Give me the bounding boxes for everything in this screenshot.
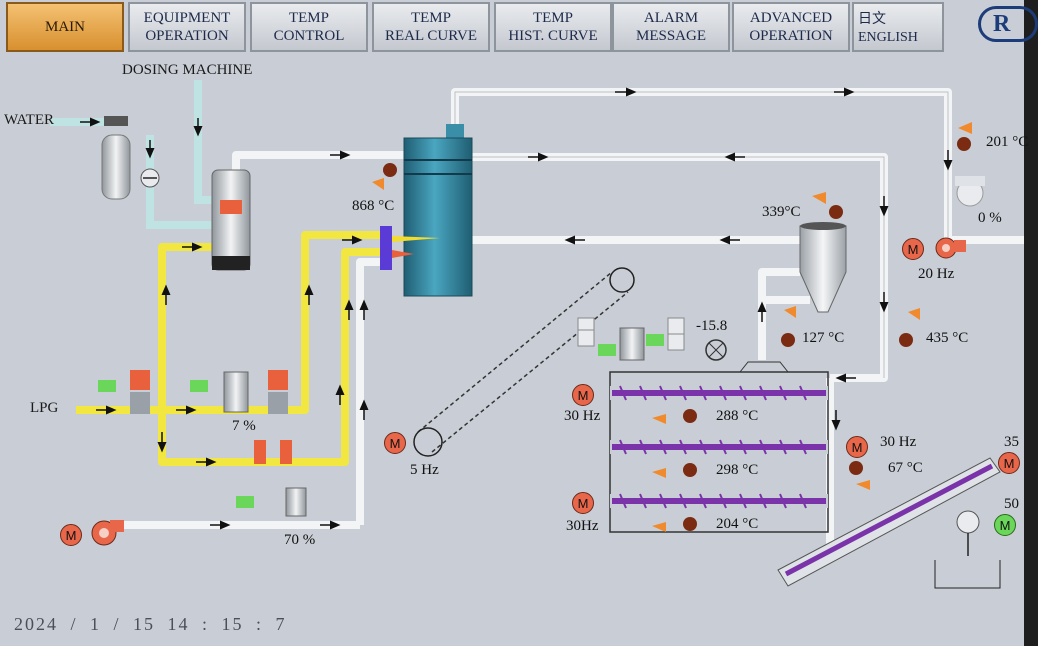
dryer2-temp-reading: 298 °C <box>716 462 759 478</box>
language-english-option[interactable]: ENGLISH <box>858 30 918 45</box>
datetime-display: 2024 / 1 / 15 14 : 15 : 7 <box>14 614 287 634</box>
nav-alarm-message-button[interactable]: ALARM MESSAGE <box>612 2 730 52</box>
nav-advanced-label-1: ADVANCED <box>749 10 833 26</box>
feeder-valve <box>577 317 727 361</box>
water-label: WATER <box>4 112 54 128</box>
water-pipes <box>50 80 218 229</box>
motor-icon-fan[interactable]: M <box>902 238 924 260</box>
pressure-reading: -15.8 <box>696 318 728 334</box>
screw-value-reading: 50 <box>1004 496 1019 512</box>
cyclone-outlet-temp-reading: 127 °C <box>802 330 845 346</box>
cyclone <box>799 222 847 313</box>
inclined-screw-conveyor <box>777 457 1001 587</box>
nav-alarm-label-2: MESSAGE <box>635 28 706 44</box>
temp-sensors <box>652 122 972 532</box>
motor-label: M <box>999 517 1011 533</box>
furnace-temp-reading: 868 °C <box>352 198 395 214</box>
discharge-valve <box>934 510 1001 589</box>
motor-label: M <box>577 387 589 403</box>
motor-icon-dryer-2[interactable]: M <box>846 436 868 458</box>
nav-equipment-label-2: OPERATION <box>145 28 229 44</box>
lpg-valves <box>98 370 307 517</box>
dryer1-hz-reading: 30 Hz <box>564 408 601 424</box>
air-blower <box>91 520 124 546</box>
gas-pipe-borders <box>454 91 949 378</box>
cyclone-temp-reading: 339°C <box>762 204 801 220</box>
air-valve-percent-reading: 70 % <box>284 532 316 548</box>
nav-hist-curve-label-2: HIST. CURVE <box>508 28 598 44</box>
dryer3-temp-reading: 204 °C <box>716 516 759 532</box>
nav-real-curve-label-2: REAL CURVE <box>385 28 477 44</box>
bucket-conveyor <box>417 271 629 453</box>
nav-temp-control-button[interactable]: TEMP CONTROL <box>250 2 368 52</box>
language-japanese-option[interactable]: 日文 <box>858 12 886 27</box>
flow-arrows <box>80 87 953 530</box>
nav-alarm-label-1: ALARM <box>643 10 699 26</box>
outlet-temp-reading: 67 °C <box>888 460 923 476</box>
dryer2-hz-reading: 30 Hz <box>880 434 917 450</box>
nav-equipment-operation-button[interactable]: EQUIPMENT OPERATION <box>128 2 246 52</box>
nav-equipment-label-1: EQUIPMENT <box>143 10 231 26</box>
motor-label: M <box>907 241 919 257</box>
screw-hz-reading: 35 <box>1004 434 1019 450</box>
nav-temp-control-label-1: TEMP <box>288 10 329 26</box>
furnace <box>372 124 473 297</box>
top-right-temp-reading: 201 °C <box>986 134 1029 150</box>
gas-pipes <box>120 88 1024 562</box>
motor-icon-screw[interactable]: M <box>998 452 1020 474</box>
motor-icon-dryer-1[interactable]: M <box>572 384 594 406</box>
dosing-machine-label: DOSING MACHINE <box>122 62 253 78</box>
motor-label: M <box>389 435 401 451</box>
nav-real-curve-label-1: TEMP <box>410 10 451 26</box>
nav-advanced-label-2: OPERATION <box>749 28 833 44</box>
conveyor-hz-reading: 5 Hz <box>410 462 439 478</box>
motor-label: M <box>577 495 589 511</box>
nav-temp-hist-curve-button[interactable]: TEMP HIST. CURVE <box>494 2 612 52</box>
screw-teeth <box>619 385 807 509</box>
screw-flights <box>612 390 826 504</box>
motor-icon-air-blower[interactable]: M <box>60 524 82 546</box>
fan-percent-reading: 0 % <box>978 210 1002 226</box>
nav-hist-curve-label-1: TEMP <box>532 10 573 26</box>
top-right-fan <box>935 176 985 259</box>
fan-hz-reading: 20 Hz <box>918 266 955 282</box>
lpg-label: LPG <box>30 400 59 416</box>
nav-temp-control-label-2: CONTROL <box>273 28 345 44</box>
language-selector: 日文 ENGLISH <box>852 2 944 52</box>
motor-icon-conveyor[interactable]: M <box>384 432 406 454</box>
dryer3-hz-reading: 30Hz <box>566 518 599 534</box>
dryer1-temp-reading: 288 °C <box>716 408 759 424</box>
motor-label: M <box>65 527 77 543</box>
lpg-valve-percent-reading: 7 % <box>232 418 256 434</box>
brand-logo: R <box>978 6 1038 42</box>
right-temp-reading: 435 °C <box>926 330 969 346</box>
nav-main-button[interactable]: MAIN <box>6 2 124 52</box>
nav-advanced-operation-button[interactable]: ADVANCED OPERATION <box>732 2 850 52</box>
dosing-tank <box>211 169 251 271</box>
nav-temp-real-curve-button[interactable]: TEMP REAL CURVE <box>372 2 490 52</box>
motor-icon-dryer-3[interactable]: M <box>572 492 594 514</box>
motor-label: M <box>851 439 863 455</box>
motor-icon-discharge[interactable]: M <box>994 514 1016 536</box>
water-tank <box>101 116 160 200</box>
motor-label: M <box>1003 455 1015 471</box>
nav-main-label: MAIN <box>45 19 85 35</box>
